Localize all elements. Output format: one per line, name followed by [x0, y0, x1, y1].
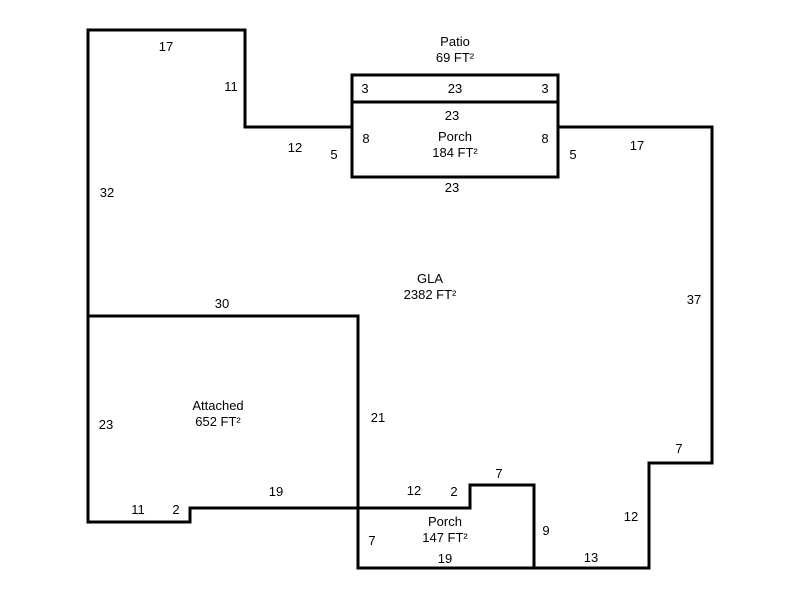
dimension-label-dim-11-bottom: 11 [131, 501, 145, 517]
dimension-label-dim-5-left: 5 [330, 146, 338, 162]
dimension-label-dim-7-right: 7 [675, 440, 683, 456]
area-value-attached: 652 FT² [195, 414, 241, 429]
dimension-label-dim-5-right: 5 [569, 146, 577, 162]
dimension-label-dim-11: 11 [224, 78, 238, 94]
area-name-attached: Attached [192, 397, 244, 413]
area-name-gla: GLA [416, 270, 443, 286]
dimension-label-dim-patio-3-right: 3 [541, 80, 549, 96]
area-name-porch-upper: Porch [438, 128, 472, 144]
area-value-porch-upper: 184 FT² [432, 145, 478, 160]
dimension-label-dim-2-right: 2 [450, 483, 458, 499]
dimension-label-dim-12-upper: 12 [287, 139, 303, 155]
area-name-porch-lower: Porch [428, 513, 462, 529]
dimension-label-dim-12-right: 12 [623, 508, 639, 524]
dimension-label-dim-porch-23-top: 23 [444, 107, 460, 123]
dimension-label-dim-12-bottom: 12 [406, 482, 422, 498]
dimension-label-dim-porch-23-bot: 23 [444, 179, 460, 195]
building-outline [86, 28, 714, 570]
dimension-label-dim-2-left: 2 [172, 501, 180, 517]
dimension-label-dim-patio-23-top: 23 [447, 80, 463, 96]
dimension-label-dim-37: 37 [686, 291, 702, 307]
dimension-label-dim-patio-3-left: 3 [361, 80, 369, 96]
dimension-label-dim-top-17: 17 [158, 38, 174, 54]
dimension-label-dim-23-left: 23 [98, 416, 114, 432]
dimension-label-dim-17-right: 17 [629, 137, 645, 153]
area-value-porch-lower: 147 FT² [422, 530, 468, 545]
dimension-label-dim-30: 30 [214, 295, 230, 311]
dimension-label-dim-7-porch-left: 7 [368, 532, 376, 548]
dimension-label-dim-13: 13 [583, 549, 599, 565]
dimension-label-dim-32: 32 [99, 184, 115, 200]
area-value-gla: 2382 FT² [403, 287, 457, 302]
dimension-label-dim-porch-8-left: 8 [362, 130, 370, 146]
area-value-patio: 69 FT² [435, 50, 475, 65]
dimension-label-dim-21: 21 [370, 409, 386, 425]
dimension-label-dim-9: 9 [542, 522, 550, 538]
dimension-label-dim-19-porch: 19 [437, 550, 453, 566]
area-name-patio: Patio [440, 33, 470, 49]
lower-porch-wall [356, 483, 536, 570]
dimension-label-dim-7-step: 7 [495, 465, 503, 481]
dimension-label-dim-porch-8-right: 8 [541, 130, 549, 146]
dimension-label-dim-19-attached: 19 [268, 483, 284, 499]
